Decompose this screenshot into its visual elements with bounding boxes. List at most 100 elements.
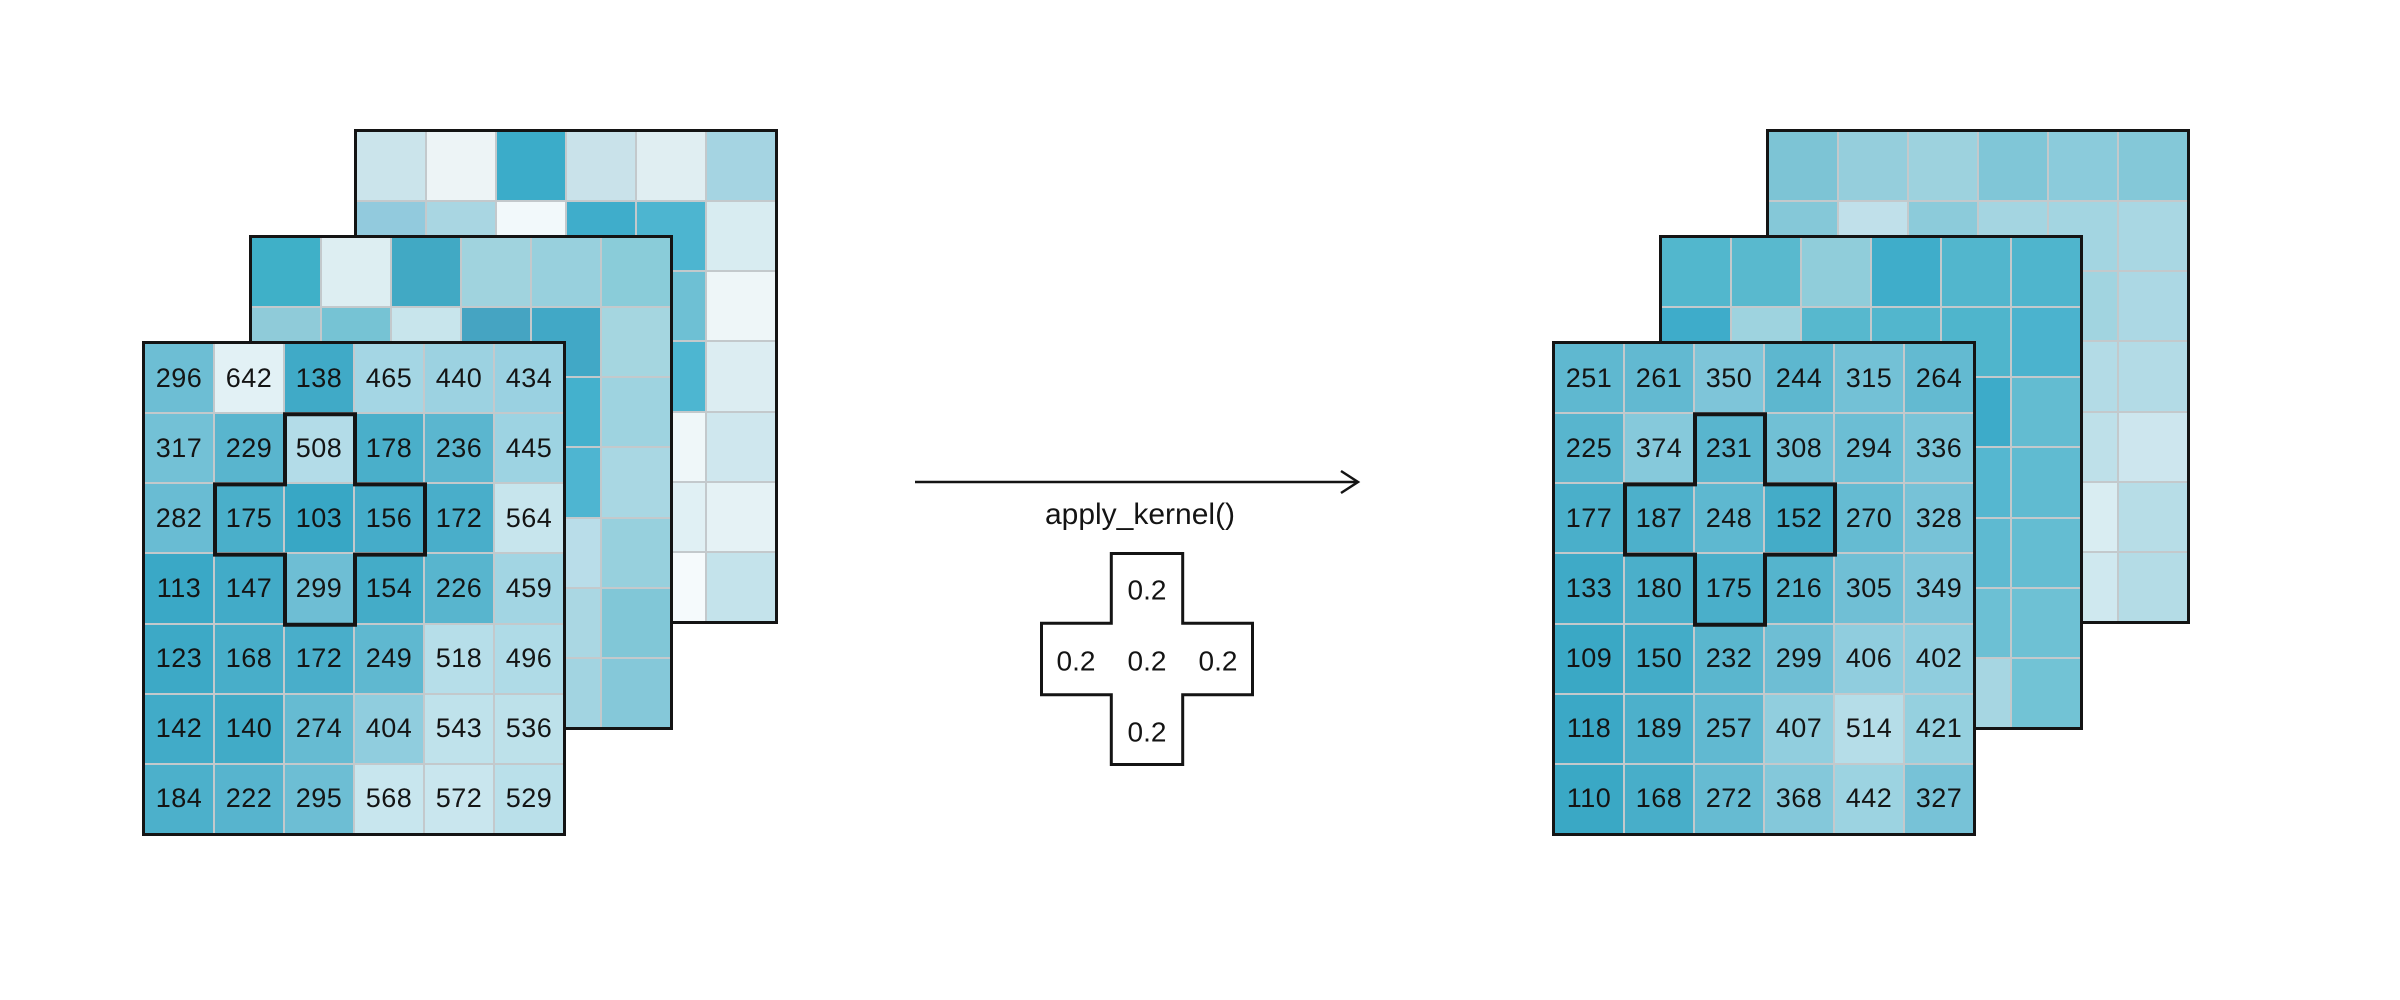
- kernel-value: 0.2: [1128, 717, 1167, 748]
- grid-cell: 138: [285, 344, 353, 413]
- grid-cell: 229: [215, 414, 283, 483]
- grid-cell: 296: [145, 344, 213, 413]
- grid-cell: [707, 552, 775, 621]
- grid-cell: 350: [1695, 344, 1763, 413]
- grid-cell: 299: [1765, 624, 1833, 693]
- grid-cell: [2012, 308, 2080, 377]
- grid-cell: [707, 482, 775, 551]
- grid-cell: [2012, 448, 2080, 517]
- grid-cell: 261: [1625, 344, 1693, 413]
- grid-cell: [1872, 238, 1940, 307]
- grid-cell: 264: [1905, 344, 1973, 413]
- grid-cell: [2119, 132, 2187, 201]
- grid-cell: 226: [425, 554, 493, 623]
- grid-cell: 421: [1905, 694, 1973, 763]
- grid-cell: [1942, 238, 2010, 307]
- grid-cell: 442: [1835, 764, 1903, 833]
- kernel-value: 0.2: [1128, 575, 1167, 606]
- grid-cell: 168: [215, 624, 283, 693]
- grid-cell: 147: [215, 554, 283, 623]
- grid-cell: [2012, 518, 2080, 587]
- grid-cell: 103: [285, 484, 353, 553]
- grid-cell: 184: [145, 764, 213, 833]
- grid-cell: [1662, 238, 1730, 307]
- grid-cell: [322, 238, 390, 307]
- grid-cell: 110: [1555, 764, 1623, 833]
- kernel-value: 0.2: [1128, 646, 1167, 677]
- grid-cell: 172: [285, 624, 353, 693]
- grid-cell: 402: [1905, 624, 1973, 693]
- grid-cell: [2012, 658, 2080, 727]
- grid-cell: 272: [1695, 764, 1763, 833]
- grid-cell: [252, 238, 320, 307]
- grid-cell: 299: [285, 554, 353, 623]
- grid-cell: [1839, 132, 1907, 201]
- grid-cell: 328: [1905, 484, 1973, 553]
- grid-cell: [707, 412, 775, 481]
- grid-cell: [427, 132, 495, 201]
- grid-cell: 140: [215, 694, 283, 763]
- grid-cell: [2119, 272, 2187, 341]
- grid-cell: [602, 518, 670, 587]
- grid-cell: [532, 238, 600, 307]
- grid-cell: 175: [1695, 554, 1763, 623]
- grid-cell: 231: [1695, 414, 1763, 483]
- grid-cell: 496: [495, 624, 563, 693]
- grid-cell: [602, 588, 670, 657]
- grid-cell: [707, 202, 775, 271]
- grid-cell: 294: [1835, 414, 1903, 483]
- grid-cell: 178: [355, 414, 423, 483]
- grid-cell: 216: [1765, 554, 1833, 623]
- grid-cell: 154: [355, 554, 423, 623]
- grid-cell: [707, 132, 775, 201]
- grid-cell: 295: [285, 764, 353, 833]
- grid-cell: 180: [1625, 554, 1693, 623]
- grid-cell: 642: [215, 344, 283, 413]
- grid-cell: 113: [145, 554, 213, 623]
- grid-cell: [2012, 238, 2080, 307]
- grid-cell: 150: [1625, 624, 1693, 693]
- transform-arrow: [915, 469, 1361, 495]
- grid-cell: [357, 132, 425, 201]
- grid-cell: [1769, 132, 1837, 201]
- grid-cell: 177: [1555, 484, 1623, 553]
- grid-cell: 514: [1835, 694, 1903, 763]
- kernel-plus-outline: [1040, 552, 1254, 766]
- grid-cell: [2012, 378, 2080, 447]
- grid-cell: [567, 132, 635, 201]
- grid-cell: 508: [285, 414, 353, 483]
- grid-cell: [707, 272, 775, 341]
- grid-cell: 118: [1555, 694, 1623, 763]
- grid-cell: [1979, 132, 2047, 201]
- grid-cell: 315: [1835, 344, 1903, 413]
- grid-cell: 225: [1555, 414, 1623, 483]
- grid-cell: [2119, 552, 2187, 621]
- grid-cell: 317: [145, 414, 213, 483]
- grid-cell: [462, 238, 530, 307]
- grid-cell: 349: [1905, 554, 1973, 623]
- grid-cell: [1909, 132, 1977, 201]
- grid-cell: 434: [495, 344, 563, 413]
- grid-cell: [2119, 482, 2187, 551]
- grid-cell: [2119, 342, 2187, 411]
- kernel-value: 0.2: [1199, 646, 1238, 677]
- grid-cell: 142: [145, 694, 213, 763]
- grid-cell: 327: [1905, 764, 1973, 833]
- grid-cell: [602, 658, 670, 727]
- grid-cell: 282: [145, 484, 213, 553]
- grid-cell: 168: [1625, 764, 1693, 833]
- grid-cell: 189: [1625, 694, 1693, 763]
- grid-cell: 440: [425, 344, 493, 413]
- apply-kernel-label: apply_kernel(): [1044, 498, 1236, 531]
- grid-cell: 465: [355, 344, 423, 413]
- grid-cell: 133: [1555, 554, 1623, 623]
- grid-cell: 274: [285, 694, 353, 763]
- grid-cell: 543: [425, 694, 493, 763]
- grid-cell: 459: [495, 554, 563, 623]
- grid-cell: 336: [1905, 414, 1973, 483]
- grid-cell: 572: [425, 764, 493, 833]
